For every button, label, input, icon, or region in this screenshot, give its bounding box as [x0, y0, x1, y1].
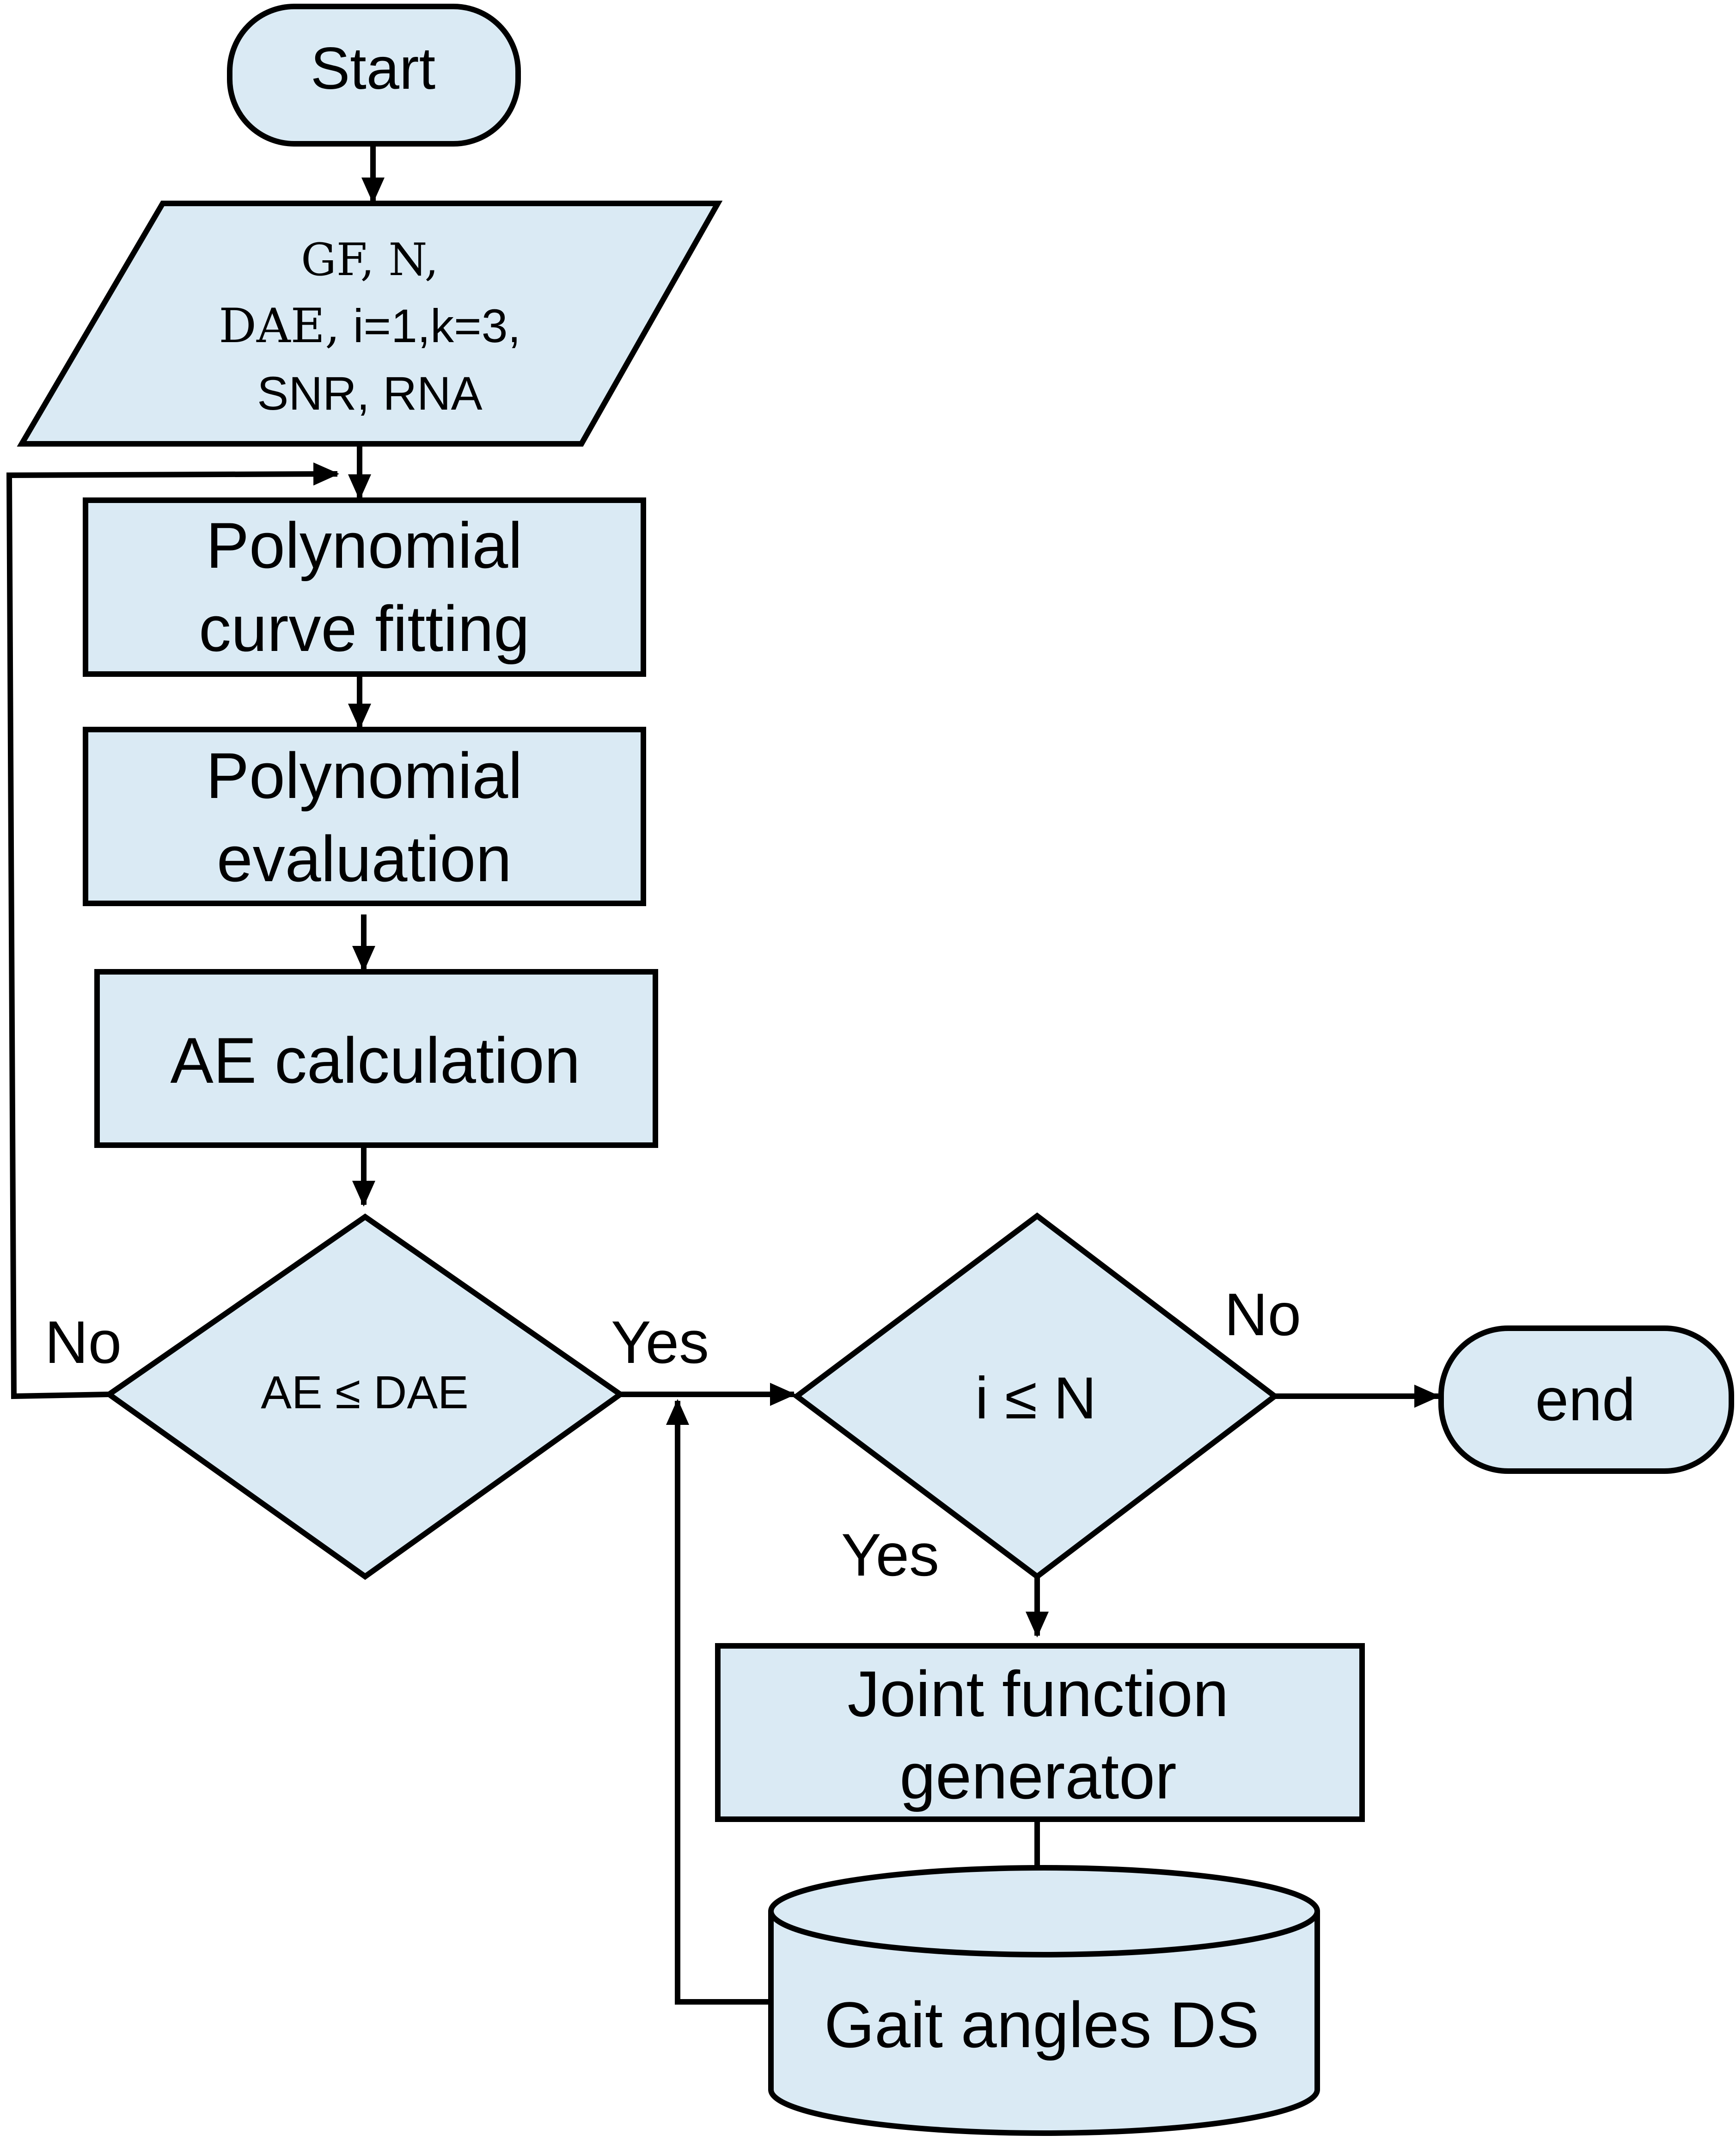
input-parallelogram: GF, N, DAE, i=1,k=3, SNR, RNA	[17, 201, 723, 447]
fitting-line-2: curve fitting	[199, 592, 530, 665]
generator-line-1: Joint function	[848, 1657, 1229, 1730]
evaluation-line-1: Polynomial	[206, 739, 523, 812]
fitting-line-1: Polynomial	[206, 509, 523, 582]
decision-i-label: i ≤ N	[975, 1365, 1096, 1431]
input-line-2-prefix: DAE,	[219, 299, 340, 354]
input-line-1: GF, N,	[301, 234, 439, 286]
end-terminal: end	[1438, 1325, 1734, 1474]
datastore-label: Gait angles DS	[824, 1988, 1259, 2061]
start-terminal: Start	[227, 4, 521, 147]
start-label: Start	[311, 36, 435, 102]
edge-label-i-yes: Yes	[841, 1521, 939, 1589]
ae-calc-label: AE calculation	[170, 1024, 580, 1097]
edge-datastore-loop-back	[666, 1399, 771, 2005]
edge-label-i-no: No	[1224, 1281, 1301, 1348]
edge-label-ae-no: No	[45, 1308, 122, 1376]
datastore-cylinder: Gait angles DS	[768, 1865, 1320, 2136]
input-line-3: SNR, RNA	[257, 367, 482, 420]
end-label: end	[1535, 1366, 1636, 1433]
input-line-2-rest: i=1,k=3,	[340, 300, 521, 352]
evaluation-line-2: evaluation	[217, 822, 512, 895]
fitting-process: Polynomial curve fitting	[83, 497, 646, 677]
decision-ae-label: AE ≤ DAE	[261, 1367, 468, 1418]
edge-no-loop-back	[6, 462, 339, 1399]
evaluation-process: Polynomial evaluation	[83, 727, 646, 906]
decision-i: i ≤ N	[792, 1212, 1279, 1580]
decision-ae: AE ≤ DAE	[104, 1213, 625, 1580]
generator-line-2: generator	[899, 1740, 1176, 1812]
input-line-2: DAE, i=1,k=3,	[219, 299, 521, 354]
generator-process: Joint function generator	[715, 1643, 1365, 1822]
edge-label-ae-yes: Yes	[611, 1308, 709, 1376]
ae-calc-process: AE calculation	[94, 969, 658, 1148]
